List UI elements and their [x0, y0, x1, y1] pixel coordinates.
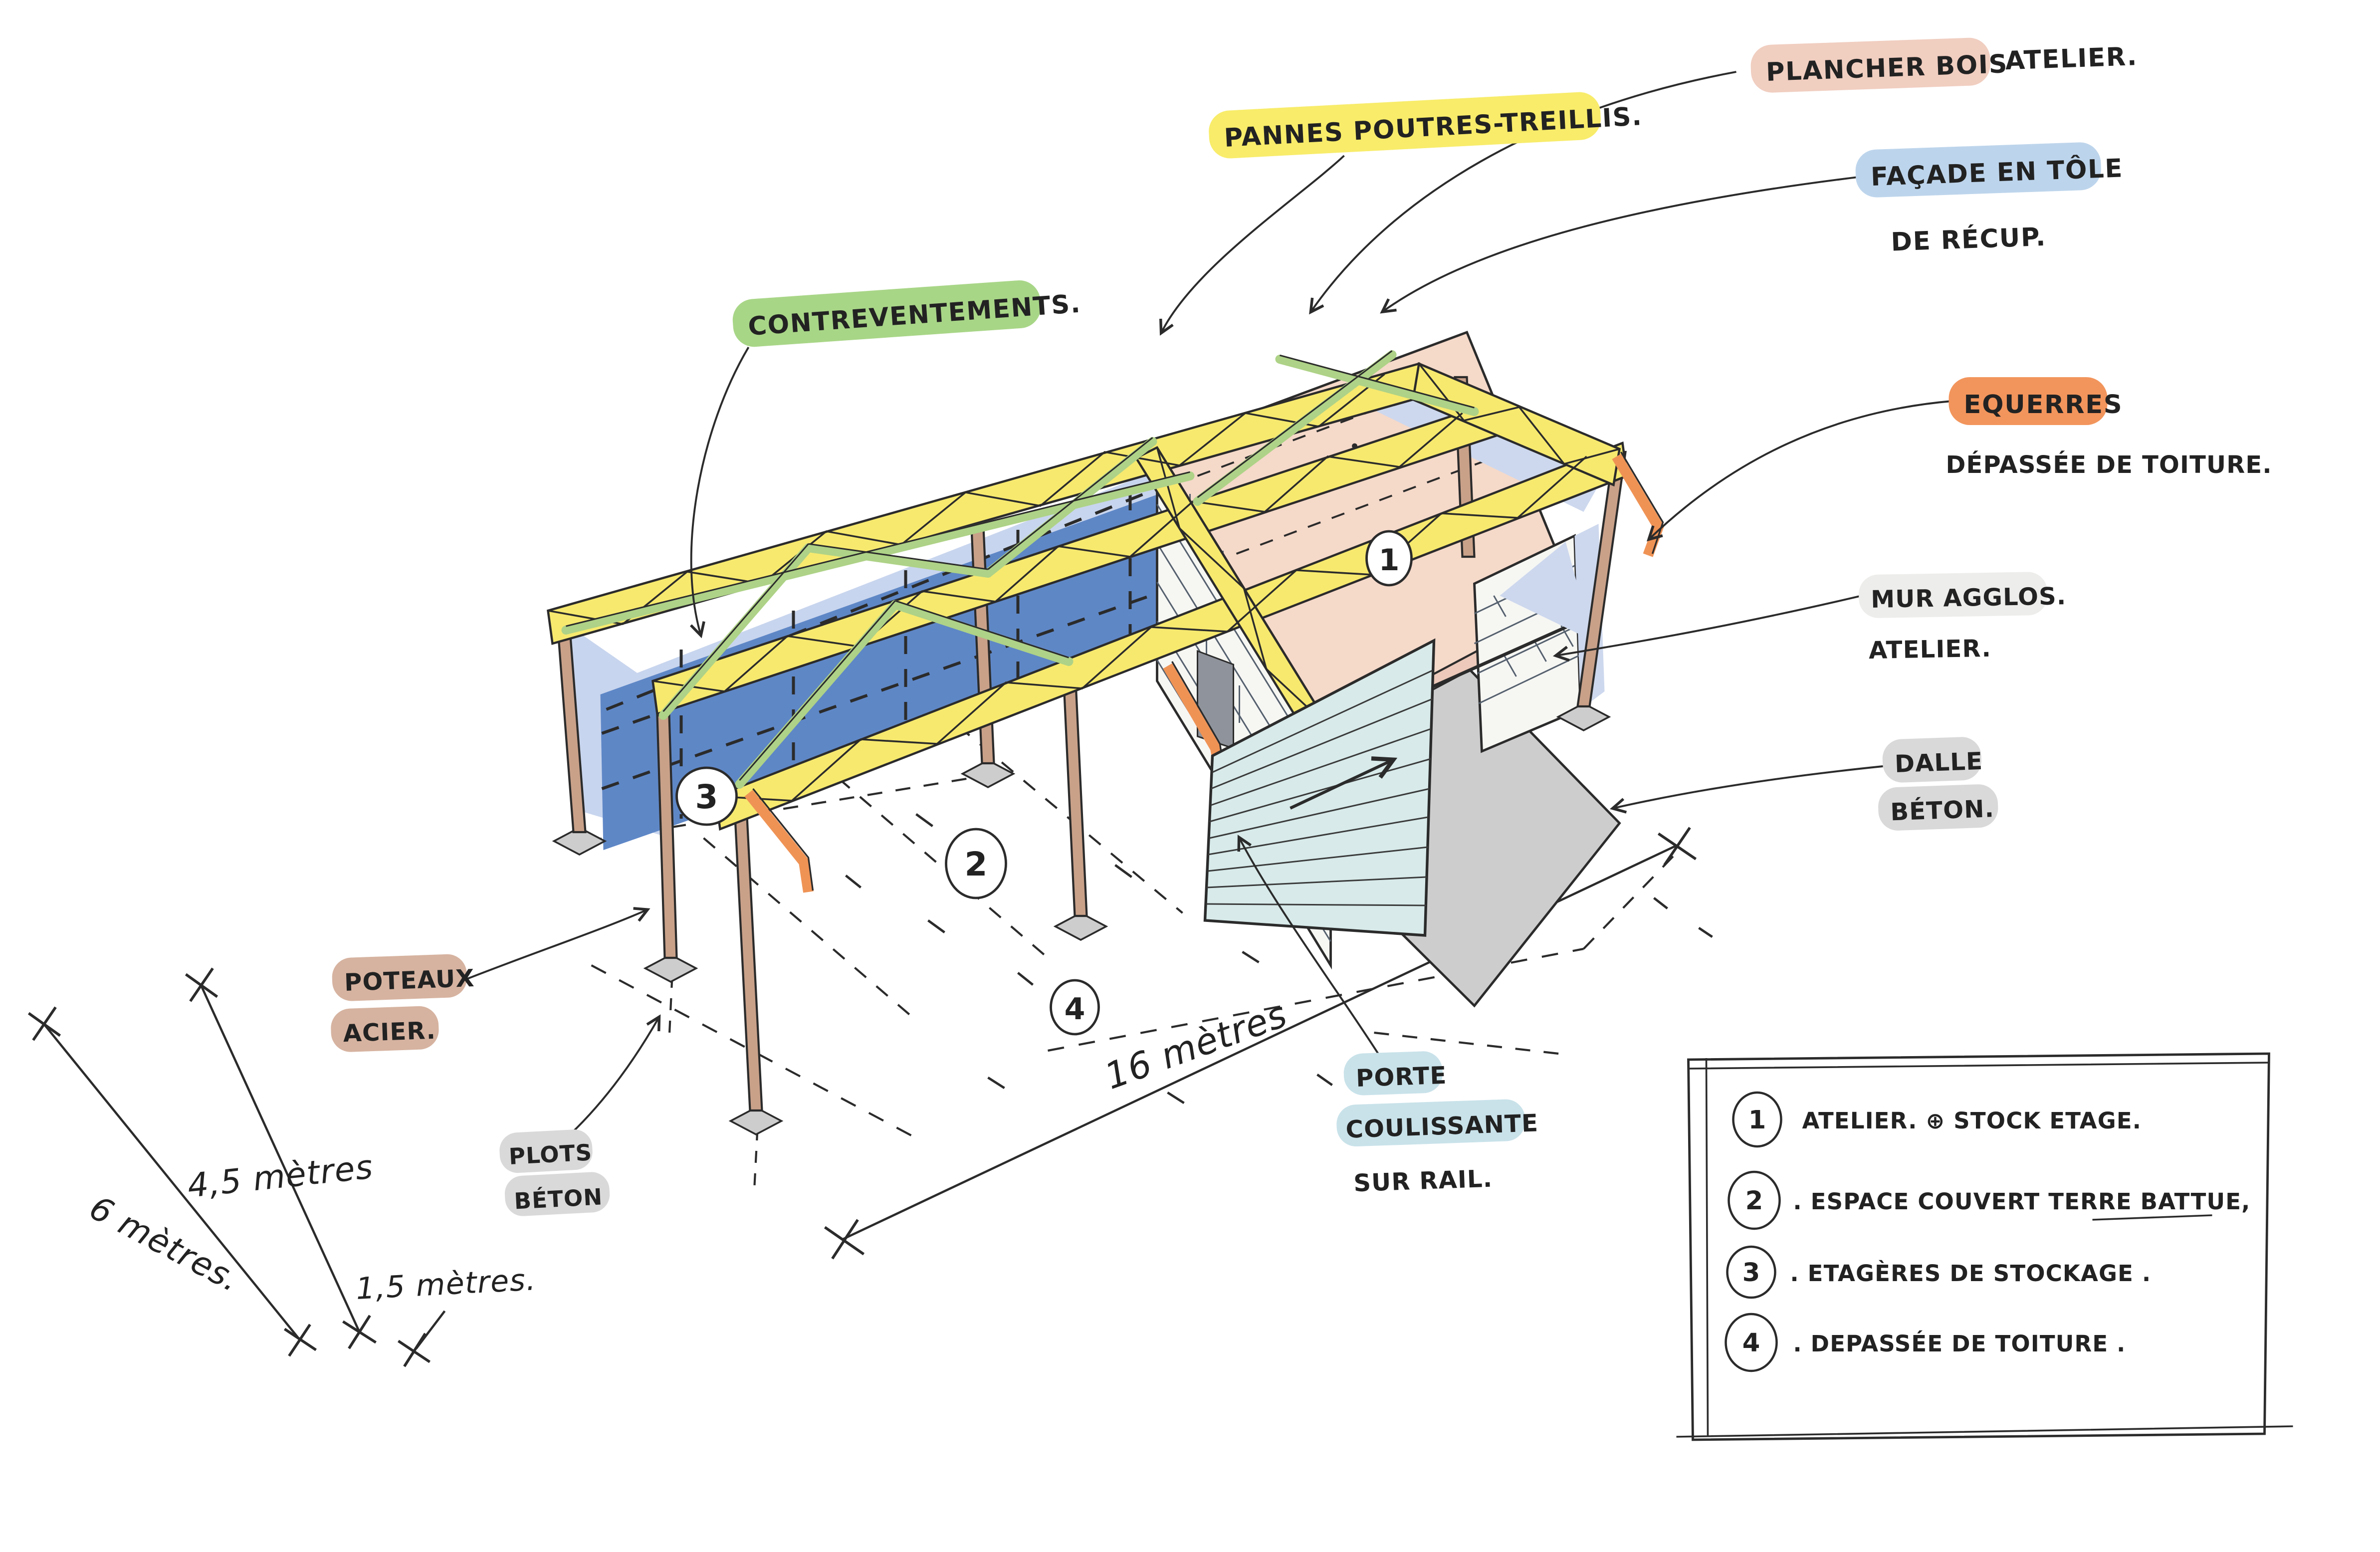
- svg-text:EQUERRES: EQUERRES: [1964, 390, 2123, 420]
- svg-text:ACIER.: ACIER.: [343, 1017, 436, 1048]
- leader-equerres: [1646, 400, 1952, 542]
- svg-text:COULISSANTE: COULISSANTE: [1345, 1109, 1539, 1143]
- svg-text:. ETAGÈRES DE STOCKAGE .: . ETAGÈRES DE STOCKAGE .: [1790, 1260, 2152, 1287]
- svg-text:4: 4: [1742, 1329, 1760, 1358]
- svg-text:2: 2: [965, 845, 988, 884]
- svg-text:2: 2: [1745, 1186, 1763, 1216]
- leader-poteaux: [466, 907, 650, 980]
- legend-row-4: 4 . DEPASSÉE DE TOITURE .: [1725, 1313, 2126, 1372]
- svg-text:1: 1: [1748, 1106, 1766, 1135]
- svg-text:MUR AGGLOS.: MUR AGGLOS.: [1871, 582, 2067, 614]
- label-plots: PLOTS BÉTON: [499, 1129, 610, 1216]
- svg-text:ATELIER.: ATELIER.: [1869, 635, 1992, 665]
- leader-dalle: [1609, 765, 1883, 814]
- leader-mur: [1552, 595, 1862, 662]
- door-slide-arrow: [1290, 756, 1398, 810]
- bracing: [561, 350, 1479, 789]
- svg-text:BÉTON: BÉTON: [513, 1183, 603, 1214]
- label-equerres: EQUERRES DÉPASSÉE DE TOITURE.: [1946, 377, 2272, 479]
- legend-row-1: 1 ATELIER. ⊕ STOCK ETAGE.: [1732, 1091, 2142, 1148]
- marker-2: 2: [945, 828, 1007, 899]
- gable-sheet-lower: [1500, 542, 1593, 641]
- svg-text:PLOTS: PLOTS: [508, 1139, 593, 1170]
- legend-row-2: 2 . ESPACE COUVERT TERRE BATTUE,: [1728, 1170, 2251, 1230]
- leader-facade: [1380, 176, 1862, 314]
- svg-text:. DEPASSÉE DE TOITURE .: . DEPASSÉE DE TOITURE .: [1793, 1330, 2126, 1357]
- label-plancher: PLANCHER BOIS ATELIER.: [1750, 37, 2138, 93]
- leader-plancher: [1309, 71, 1736, 315]
- marker-1: 1: [1365, 530, 1413, 587]
- svg-text:SUR RAIL.: SUR RAIL.: [1353, 1165, 1494, 1198]
- svg-text:POTEAUX: POTEAUX: [344, 964, 475, 997]
- leader-porte: [1237, 835, 1381, 1058]
- svg-text:ATELIER.: ATELIER.: [2005, 42, 2138, 76]
- legend: 1 ATELIER. ⊕ STOCK ETAGE. 2 . ESPACE COU…: [1676, 1052, 2293, 1441]
- svg-text:. ESPACE COUVERT TERRE BATTUE,: . ESPACE COUVERT TERRE BATTUE,: [1793, 1188, 2251, 1215]
- svg-text:16 mètres: 16 mètres: [1099, 993, 1293, 1098]
- label-porte: PORTE COULISSANTE SUR RAIL.: [1336, 1051, 1539, 1198]
- svg-text:3: 3: [1742, 1258, 1760, 1288]
- marker-4: 4: [1050, 979, 1100, 1036]
- svg-text:ATELIER. ⊕ STOCK ETAGE.: ATELIER. ⊕ STOCK ETAGE.: [1802, 1108, 2142, 1134]
- column-front-left: [732, 786, 763, 1112]
- label-poteaux: POTEAUX ACIER.: [331, 954, 475, 1052]
- concrete-pads: [552, 702, 1611, 1136]
- marker-3: 3: [675, 766, 738, 826]
- label-dalle: DALLE BÉTON.: [1878, 737, 1998, 831]
- svg-text:BÉTON.: BÉTON.: [1890, 794, 1994, 826]
- dimension-6m: [27, 1006, 317, 1357]
- label-facade: FAÇADE EN TÔLE DE RÉCUP.: [1855, 142, 2124, 257]
- svg-text:DE RÉCUP.: DE RÉCUP.: [1891, 222, 2047, 257]
- sliding-door: [1203, 638, 1436, 937]
- svg-text:3: 3: [695, 778, 718, 816]
- svg-text:1,5 mètres.: 1,5 mètres.: [355, 1262, 537, 1307]
- dimension-texts: 16 mètres 4,5 mètres 6 mètres. 1,5 mètre…: [83, 993, 1293, 1307]
- dimension-1-5m: [398, 1310, 446, 1367]
- dimension-4-5m: [185, 967, 377, 1349]
- svg-text:DÉPASSÉE DE TOITURE.: DÉPASSÉE DE TOITURE.: [1946, 450, 2272, 479]
- svg-text:4,5 mètres: 4,5 mètres: [186, 1147, 375, 1205]
- svg-text:1: 1: [1379, 543, 1400, 578]
- column-front-mid: [1062, 660, 1088, 917]
- leader-contreventements: [690, 347, 750, 639]
- svg-text:DALLE: DALLE: [1894, 747, 1983, 778]
- drawing-markers: 1 2 3 4: [675, 530, 1413, 1036]
- truss-gable: [1411, 362, 1621, 487]
- svg-text:PORTE: PORTE: [1355, 1062, 1447, 1093]
- label-contreventements: CONTREVENTEMENTS.: [732, 280, 1082, 347]
- legend-row-3: 3 . ETAGÈRES DE STOCKAGE .: [1726, 1245, 2152, 1299]
- leader-pannes: [1159, 155, 1345, 336]
- svg-text:4: 4: [1065, 992, 1085, 1027]
- label-pannes: PANNES POUTRES-TREILLIS.: [1209, 92, 1643, 159]
- label-mur: MUR AGGLOS. ATELIER.: [1859, 572, 2067, 665]
- leader-plots: [556, 1014, 661, 1147]
